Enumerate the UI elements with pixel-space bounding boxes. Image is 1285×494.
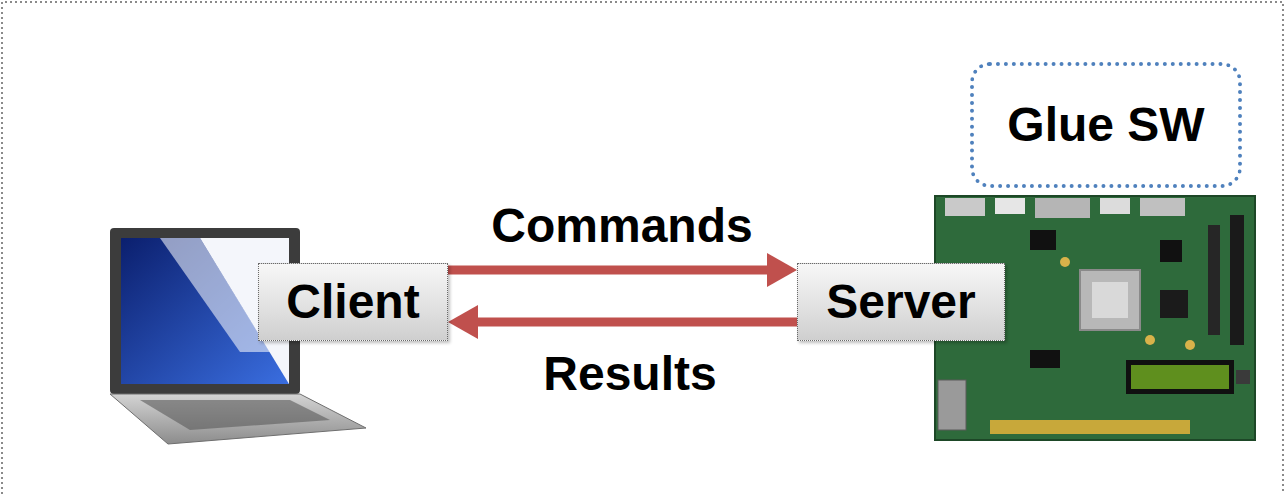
button <box>1236 370 1250 384</box>
server-box: Server <box>797 263 1005 341</box>
edge-label: Commands <box>491 200 752 253</box>
fpga-chip <box>1080 270 1140 330</box>
component <box>1145 335 1155 345</box>
component <box>1185 340 1195 350</box>
arrow-head <box>448 305 478 339</box>
dvi-connector <box>938 380 966 430</box>
memory-slot <box>1230 215 1244 345</box>
laptop-base <box>110 394 366 444</box>
edge-label: Results <box>543 348 716 401</box>
screen-stripe <box>160 238 270 352</box>
connector <box>995 198 1025 214</box>
connector <box>945 198 985 216</box>
lcd-frame <box>1126 360 1234 394</box>
lcd <box>1131 365 1229 389</box>
chip <box>1030 350 1060 368</box>
laptop-keyboard <box>140 400 330 430</box>
pcie-edge <box>990 420 1190 434</box>
software-box: Glue SW <box>970 62 1242 188</box>
chip <box>1160 240 1182 262</box>
client-box: Client <box>258 263 448 341</box>
arrow-shaft <box>448 266 771 275</box>
node-label: Server <box>826 276 975 329</box>
arrow-shaft <box>474 318 797 327</box>
memory-slot <box>1208 225 1220 335</box>
chip <box>1030 230 1056 250</box>
connector <box>1100 198 1130 214</box>
node-label: Client <box>286 276 419 329</box>
node-label: Glue SW <box>1007 99 1204 152</box>
chip <box>1160 290 1188 318</box>
fpga-die <box>1092 282 1128 318</box>
component <box>1060 257 1070 267</box>
arrow-connector <box>448 305 797 339</box>
connector <box>1140 198 1185 216</box>
connector <box>1035 198 1090 218</box>
arrow-head <box>767 253 797 287</box>
arrow-connector <box>448 253 797 287</box>
